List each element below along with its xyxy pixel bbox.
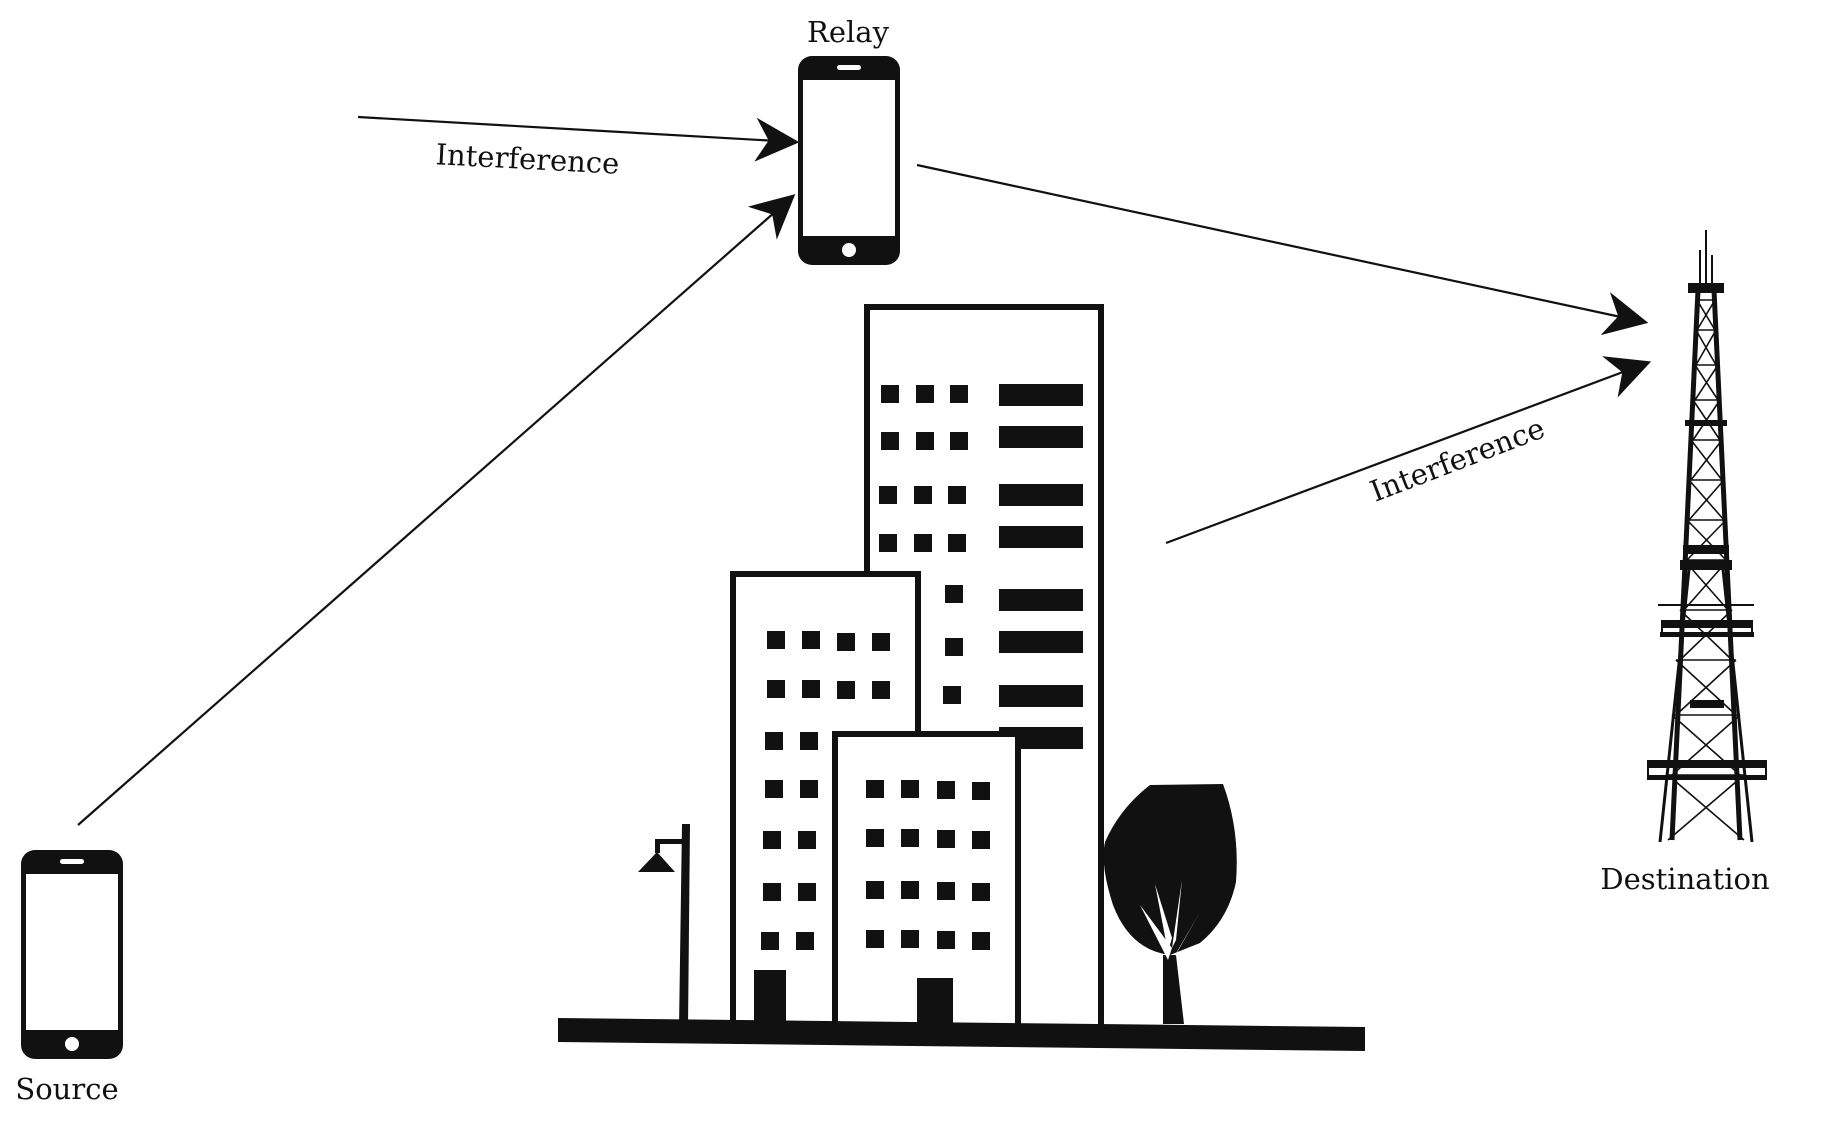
tree <box>1103 784 1237 1024</box>
interference-arrow-to-relay <box>357 115 800 162</box>
street-lamp <box>638 824 690 1028</box>
interference-arrow-to-destination <box>1165 356 1652 545</box>
destination-label: Destination <box>1600 862 1769 896</box>
city-buildings-illustration <box>558 304 1365 1051</box>
short-building <box>832 731 1021 1035</box>
tower-icon <box>1647 230 1767 843</box>
ground-line <box>558 1018 1365 1051</box>
relay-to-destination-arrow <box>916 163 1649 336</box>
arrows <box>77 115 1652 826</box>
relay-phone-icon <box>798 56 900 265</box>
source-to-relay-arrow <box>77 194 796 826</box>
interference-label-destination: Interference <box>1366 411 1550 509</box>
source-phone-icon <box>21 850 123 1059</box>
interference-label-relay: Interference <box>435 137 620 181</box>
relay-label: Relay <box>807 15 890 49</box>
source-label: Source <box>15 1072 118 1106</box>
